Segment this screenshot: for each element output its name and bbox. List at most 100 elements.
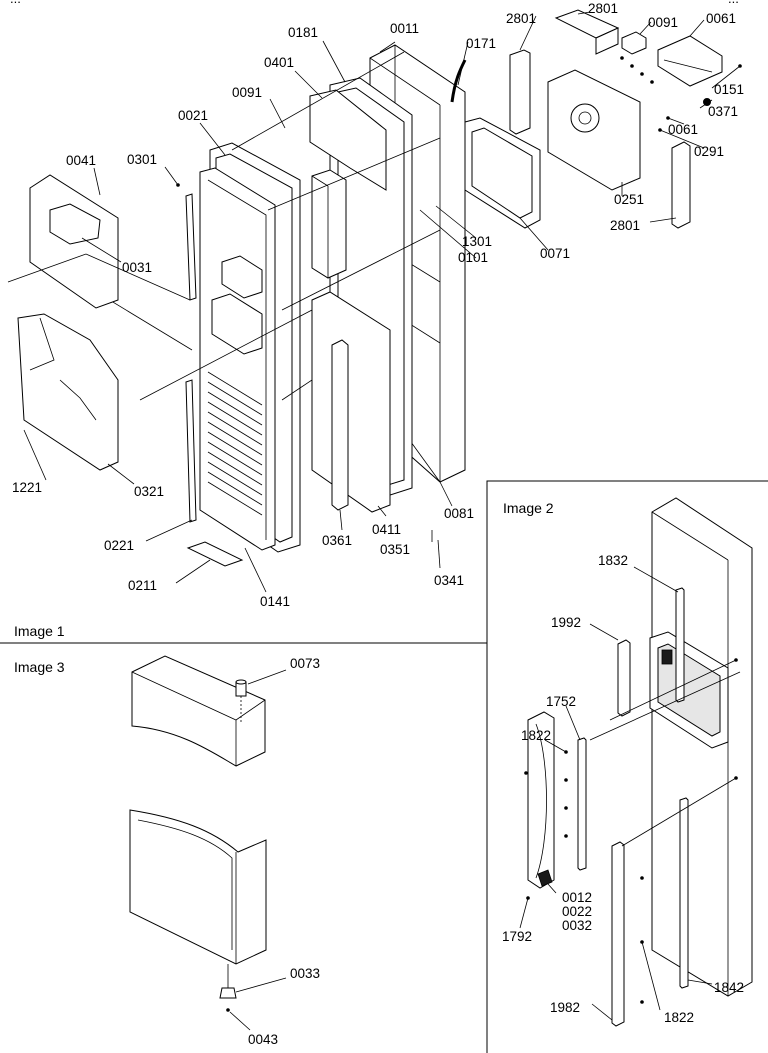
- callout-0371: 0371: [708, 104, 738, 119]
- trim-strip-lower: [185, 379, 197, 523]
- callout-1842: 1842: [714, 980, 744, 995]
- block-edge: [311, 175, 329, 187]
- lower-tray: [129, 809, 267, 965]
- divider-image2-frame: [486, 480, 768, 1053]
- cabinet-wall-top-edge: [369, 57, 441, 106]
- callout-0321: 0321: [134, 484, 164, 499]
- fastener-dots-image1: [176, 56, 742, 187]
- fan-housing-0251: [547, 69, 641, 191]
- leaders-image1: [23, 11, 741, 593]
- liner-shelf-ribs: [207, 371, 263, 516]
- cap-0033: [219, 987, 237, 999]
- dispenser-recess: [211, 293, 263, 355]
- panel-caption-image3: Image 3: [14, 659, 65, 675]
- callout-1301: 1301: [462, 234, 492, 249]
- callout-0041: 0041: [66, 153, 96, 168]
- cabinet-door-side: [651, 497, 753, 997]
- callout-1822: 1822: [521, 728, 551, 743]
- trim-1982: [611, 841, 625, 1027]
- callout-0071: 0071: [540, 246, 570, 261]
- callout-0401: 0401: [264, 55, 294, 70]
- callout-0151: 0151: [714, 82, 744, 97]
- small-block-0091: [621, 31, 647, 55]
- callout-0012: 0012: [562, 890, 592, 905]
- screw-0043: [226, 1008, 230, 1012]
- callout-1822: 1822: [664, 1010, 694, 1025]
- callout-0031: 0031: [122, 260, 152, 275]
- callout-1752: 1752: [546, 694, 576, 709]
- callout-0351: 0351: [380, 542, 410, 557]
- callout-2801: 2801: [610, 218, 640, 233]
- leaders-image2: [519, 566, 713, 1021]
- insulation-2801-a: [509, 49, 531, 135]
- fan-hub: [578, 111, 592, 125]
- callout-1992: 1992: [551, 615, 581, 630]
- callout-0033: 0033: [290, 966, 320, 981]
- callout-0091: 0091: [648, 15, 678, 30]
- callout-0011: 0011: [390, 21, 419, 36]
- insulation-2801-c: [671, 141, 691, 229]
- block-0091: [311, 169, 347, 279]
- callout-0043: 0043: [248, 1032, 278, 1047]
- bottom-plate-0211: [186, 541, 244, 567]
- strip-0361: [331, 339, 349, 511]
- bracket-curve: [535, 723, 547, 879]
- header-left-text: ...: [10, 0, 21, 6]
- panel-cut: [29, 317, 55, 371]
- callout-0061: 0061: [668, 122, 698, 137]
- panel-caption-image2: Image 2: [503, 500, 554, 516]
- callout-0061: 0061: [706, 11, 736, 26]
- upper-cover: [131, 655, 266, 767]
- ice-chute-opening: [221, 255, 263, 299]
- lower-tray-inner: [137, 819, 233, 950]
- tube-0171: [450, 59, 467, 103]
- dispenser-cavity: [657, 643, 721, 737]
- knob-top: [235, 679, 247, 685]
- cabinet-top-edge: [651, 511, 729, 561]
- guide-line-a: [609, 659, 737, 721]
- callout-0301: 0301: [127, 152, 157, 167]
- header-right-text: ...: [728, 0, 739, 6]
- rear-duct-inner: [471, 127, 533, 219]
- trim-strip-upper: [185, 193, 197, 301]
- image1-artwork: [7, 9, 723, 567]
- callout-0032: 0032: [562, 918, 592, 933]
- callout-0181: 0181: [288, 25, 318, 40]
- callout-0073: 0073: [290, 656, 320, 671]
- callout-2801: 2801: [506, 11, 536, 26]
- panel-captions: Image 1 Image 2 Image 3: [14, 500, 554, 675]
- callout-0091: 0091: [232, 85, 262, 100]
- dispenser-lever: [661, 649, 673, 665]
- insulation-2801-b-side: [595, 27, 619, 55]
- callout-1982: 1982: [550, 1000, 580, 1015]
- callout-0171: 0171: [466, 36, 496, 51]
- callout-0081: 0081: [444, 506, 474, 521]
- callout-1221: 1221: [12, 480, 42, 495]
- callout-1832: 1832: [598, 553, 628, 568]
- callout-0361: 0361: [322, 533, 352, 548]
- callout-1792: 1792: [502, 929, 532, 944]
- guide-line-c: [621, 777, 737, 847]
- callout-0291: 0291: [694, 144, 724, 159]
- panel-1221: [17, 313, 119, 471]
- image3-artwork: [129, 655, 267, 1012]
- callout-0101: 0101: [458, 250, 488, 265]
- callout-0411: 0411: [372, 522, 401, 537]
- trim-1752: [577, 737, 587, 871]
- bracket-assembly: [527, 711, 555, 889]
- bracket-foot: [537, 869, 553, 887]
- callout-labels: 0011018101710401009100210301004100311221…: [12, 1, 744, 1047]
- liner-inner-edge: [207, 179, 267, 540]
- air-duct-opening: [49, 203, 101, 245]
- callout-0211: 0211: [128, 578, 157, 593]
- panel-0411: [311, 291, 391, 513]
- callout-0341: 0341: [434, 573, 464, 588]
- callout-0022: 0022: [562, 904, 592, 919]
- panel-caption-image1: Image 1: [14, 623, 65, 639]
- cover-detail: [663, 59, 713, 73]
- callout-2801: 2801: [588, 1, 618, 16]
- panel-fold: [59, 379, 97, 421]
- trim-1992: [617, 639, 631, 717]
- duct-guide-line: [7, 253, 191, 301]
- inner-liner-0221: [199, 167, 276, 551]
